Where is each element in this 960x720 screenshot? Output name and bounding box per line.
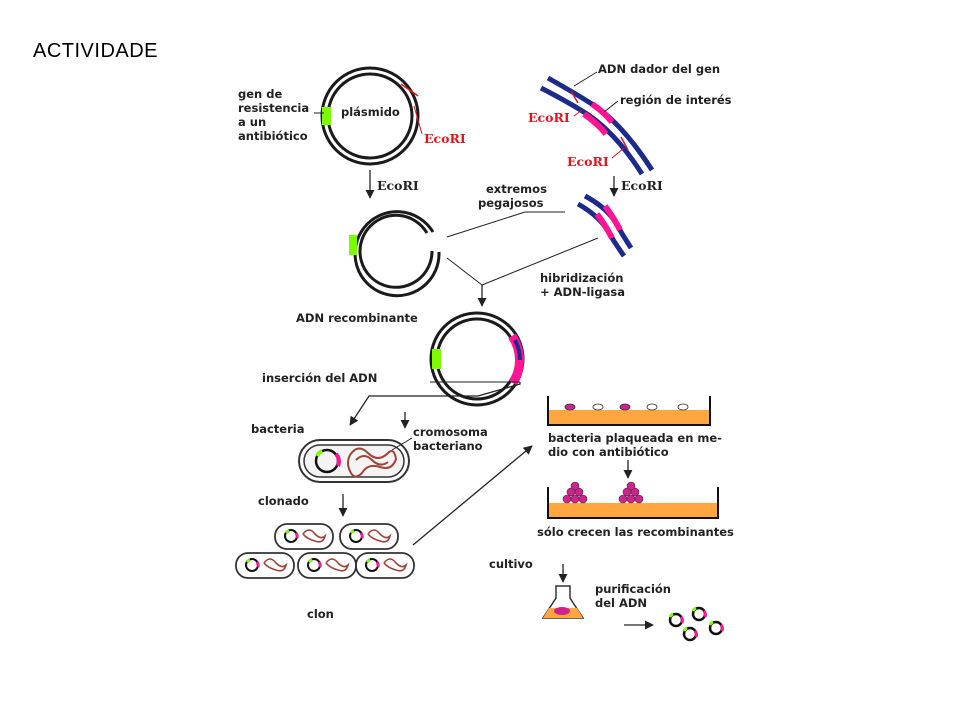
clone-bacterium — [274, 523, 334, 550]
ecori-label-plasmid: EcoRI — [424, 131, 466, 146]
opened-plasmid — [349, 210, 441, 298]
plasmid-label: plásmido — [341, 105, 400, 119]
ecori-label-donor-1: EcoRI — [528, 110, 570, 125]
plasmid — [320, 66, 420, 166]
resistance-gene-marker — [322, 107, 331, 125]
purified-plasmid — [682, 626, 698, 642]
bacterium — [298, 439, 410, 483]
interest-region-label: región de interés — [620, 93, 732, 107]
ecori-label-cut-donor: EcoRI — [621, 178, 663, 193]
donor-dna — [539, 75, 655, 176]
clone-bacterium — [235, 552, 295, 579]
culture-flask — [541, 585, 585, 619]
dna-fragment — [576, 193, 634, 258]
purification-label: purificación del ADN — [595, 582, 675, 610]
ecori-site-marker — [400, 83, 419, 97]
bacteria-label: bacteria — [251, 422, 304, 436]
ecori-label-cut-plasmid: EcoRI — [377, 178, 419, 193]
only-recombinants-label: sólo crecen las recombinantes — [537, 525, 734, 539]
recombinant-dna-label: ADN recombinante — [296, 311, 418, 325]
donor-dna-label: ADN dador del gen — [598, 62, 720, 76]
purified-plasmids — [668, 606, 724, 642]
agar-plate-selected — [547, 481, 719, 519]
clone-colony — [235, 523, 415, 579]
clone-bacterium — [297, 552, 357, 579]
hybridization-label: hibridización + ADN-ligasa — [540, 271, 627, 299]
culture-label: cultivo — [489, 557, 533, 571]
agar-plate-initial — [547, 396, 711, 426]
recombinant-colony — [618, 481, 644, 504]
dna-insertion-label: inserción del ADN — [262, 371, 377, 385]
clone-bacterium — [339, 523, 399, 550]
ecori-label-donor-2: EcoRI — [567, 154, 609, 169]
plated-label: bacteria plaqueada en me- dio con antibi… — [548, 431, 726, 459]
purified-plasmid — [708, 620, 724, 636]
cloned-label: clonado — [258, 494, 309, 508]
recombinant-plasmid — [429, 311, 525, 407]
slide-title: ACTIVIDADE — [33, 40, 159, 62]
recombinant-colony — [562, 481, 588, 504]
clone-label: clon — [307, 607, 334, 621]
resistance-gene-label: gen de resistencia a un antibiótico — [238, 87, 313, 143]
sticky-ends-label: extremos pegajosos — [478, 182, 551, 210]
interest-region-marker — [590, 101, 615, 124]
clone-bacterium — [355, 552, 415, 579]
bacterial-chromosome-label: cromosoma bacteriano — [413, 425, 492, 453]
purified-plasmid — [668, 612, 684, 628]
purified-plasmid — [691, 606, 707, 622]
